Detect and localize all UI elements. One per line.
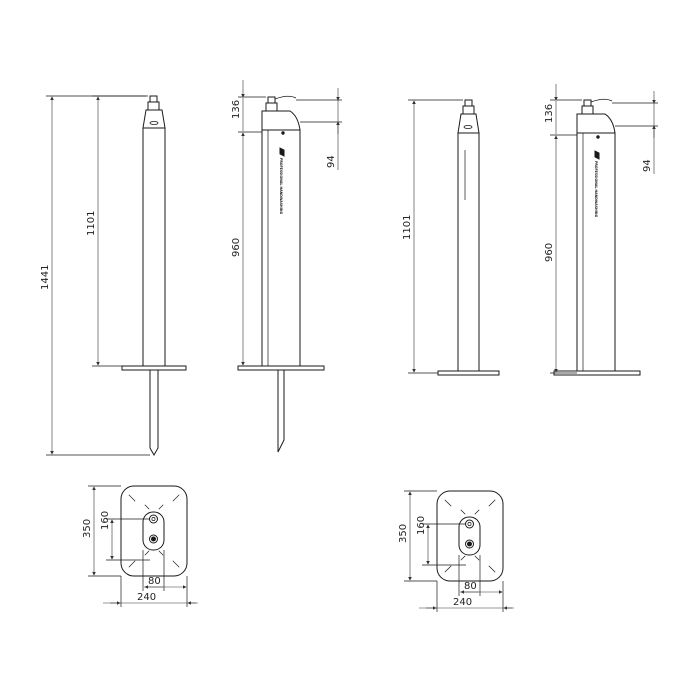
- dim-offset-label: 80: [148, 576, 161, 587]
- base-plate: [121, 365, 187, 371]
- column-section: [458, 516, 481, 556]
- front-view-spike: 1441 1101: [40, 95, 187, 457]
- dim-height-label: 350: [82, 519, 93, 538]
- dim-height-label: 350: [398, 524, 409, 543]
- dim-body-label: 960: [544, 243, 555, 262]
- pump-nozzle: [149, 95, 158, 103]
- dim-width-label: 240: [137, 592, 156, 603]
- column-section: [142, 511, 165, 551]
- pump-nozzle: [267, 96, 276, 104]
- base-plate: [437, 370, 500, 376]
- pump-collar: [581, 105, 594, 115]
- dim-width-label: 240: [453, 597, 472, 608]
- front-view-base: 1101: [402, 99, 500, 376]
- pump-nozzle: [583, 99, 592, 107]
- dim-top-label: 136: [231, 100, 242, 119]
- dispenser-top: [142, 109, 166, 129]
- dim-inner-label: 160: [100, 511, 111, 530]
- ground-spike: [277, 369, 285, 453]
- dim-pump-label: 94: [642, 159, 653, 172]
- base-plate: [237, 365, 325, 371]
- column-body: [142, 127, 166, 367]
- pump-collar: [462, 105, 475, 115]
- dispenser-top: [576, 113, 616, 134]
- svg-text:PROFESSIONAL HANDWASHING: PROFESSIONAL HANDWASHING: [594, 161, 598, 218]
- pump-hole: [149, 514, 158, 524]
- pump-hole: [465, 519, 474, 529]
- ground-spike: [149, 369, 159, 457]
- dispenser-top: [457, 113, 480, 134]
- dim-inner-label: 160: [416, 516, 427, 535]
- dispenser-top: [261, 110, 301, 131]
- pump-collar: [147, 101, 160, 111]
- dim-offset-label: 80: [464, 581, 477, 592]
- brand-logo: PROFESSIONAL HANDWASHING: [279, 147, 285, 215]
- side-view-spike: PROFESSIONAL HANDWASHING 136 960 94: [231, 80, 342, 453]
- plate-top-view-right: 350 160 80 240: [398, 490, 514, 612]
- dim-top-label: 136: [544, 104, 555, 123]
- dim-body-label: 1101: [86, 211, 97, 236]
- plate-top-view-left: 350 160 80 240: [82, 485, 198, 607]
- pump-nozzle: [464, 99, 473, 107]
- side-view-base: PROFESSIONAL HANDWASHING 136 960 94: [544, 84, 658, 376]
- column-body: [457, 132, 480, 372]
- dim-pump-label: 94: [326, 155, 337, 168]
- dim-body-label: 960: [231, 238, 242, 257]
- pump-lever: [274, 95, 297, 100]
- pump-lever: [590, 98, 613, 103]
- dim-total-label: 1441: [40, 265, 51, 290]
- brand-logo: PROFESSIONAL HANDWASHING: [594, 150, 600, 218]
- pump-collar: [265, 102, 278, 112]
- svg-text:PROFESSIONAL HANDWASHING: PROFESSIONAL HANDWASHING: [279, 158, 283, 215]
- dim-body-label: 1101: [402, 215, 413, 240]
